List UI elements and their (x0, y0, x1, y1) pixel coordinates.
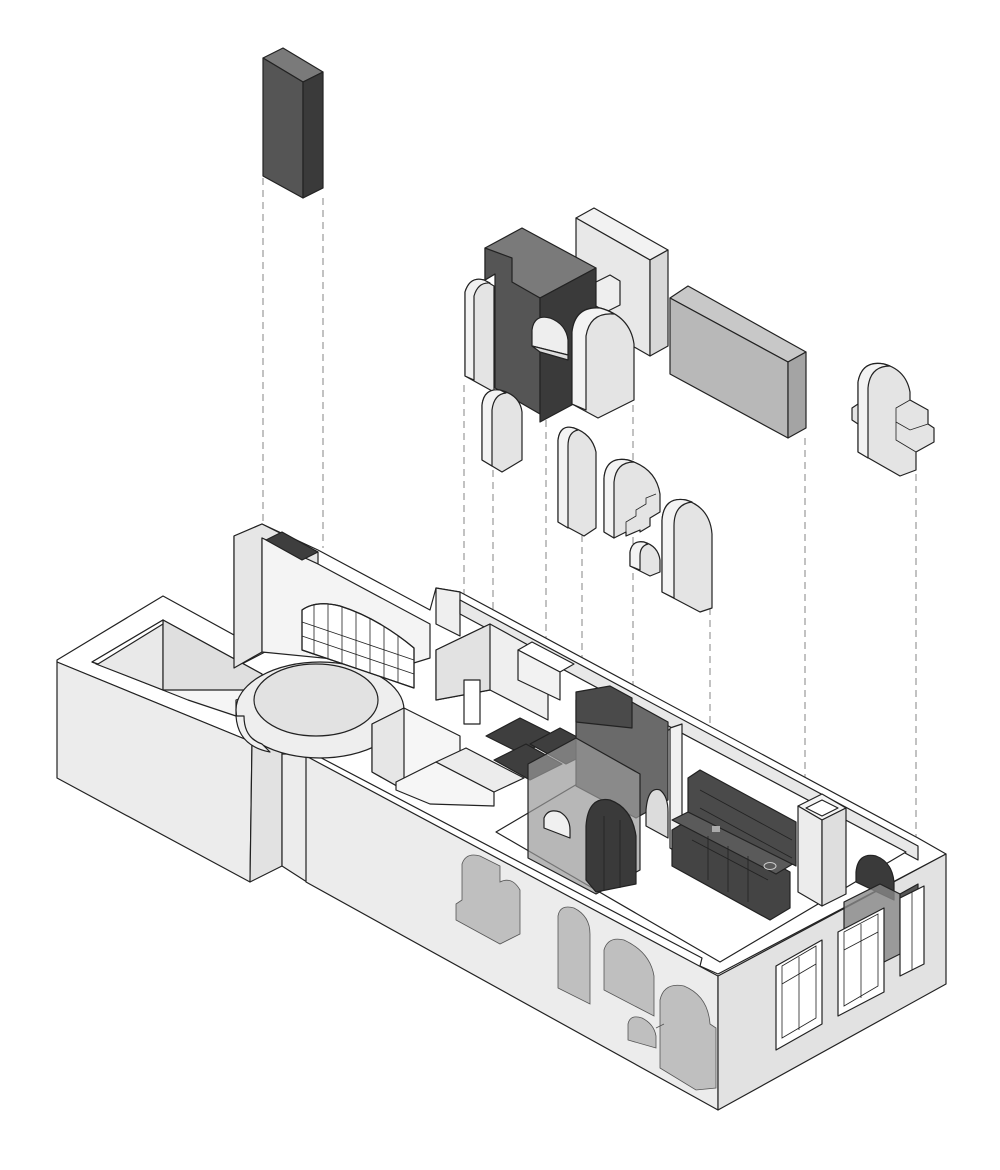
floor-plan-base (56, 523, 947, 1111)
ghost-furniture (455, 854, 717, 1091)
windows-right-wall (775, 885, 925, 1051)
light-arched-panels (464, 278, 635, 537)
tall-dark-cabinet (262, 47, 324, 199)
cross-shelf-unit (851, 362, 935, 477)
dark-arched-cabinet (527, 685, 669, 895)
kitchen-counter (671, 769, 797, 921)
grey-kitchen-block (669, 285, 807, 439)
arched-window (301, 603, 415, 689)
stepped-arch-shelf (603, 458, 713, 613)
